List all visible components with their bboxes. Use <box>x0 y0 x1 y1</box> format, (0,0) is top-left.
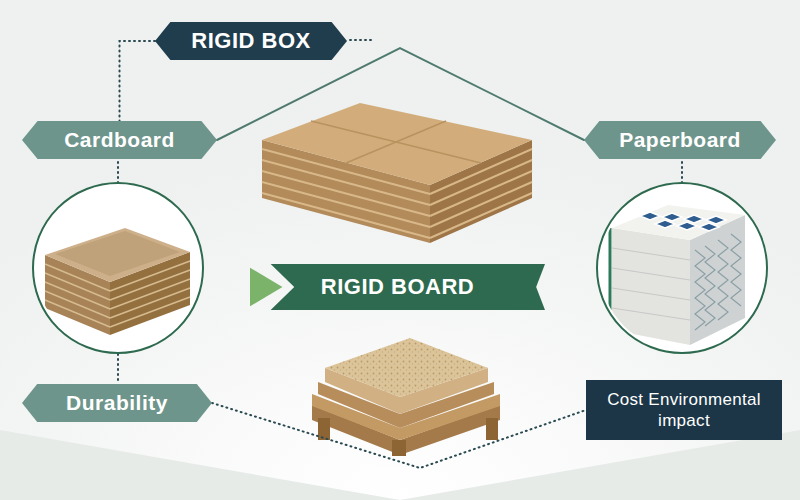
node-outline <box>22 121 217 159</box>
cardboard-stack <box>45 228 190 335</box>
paperboard-block <box>610 205 745 345</box>
node-outline <box>586 380 782 440</box>
category-tag: Cardboard <box>22 121 217 159</box>
board-stack <box>262 103 532 243</box>
connector <box>217 48 584 140</box>
node-outline <box>584 121 776 159</box>
node-label: RIGID BOX <box>191 27 310 55</box>
property-tag: Durability <box>22 384 212 422</box>
text-group: RIGID BOARD <box>321 273 474 301</box>
node-outline <box>271 264 545 310</box>
node-shape <box>586 380 782 440</box>
node-label: Cost Environmental impact <box>596 389 772 432</box>
background-rays <box>0 430 800 500</box>
node-label: RIGID BOARD <box>321 273 474 301</box>
text-group: RIGID BOX <box>191 27 310 55</box>
node-label: Cardboard <box>64 127 175 153</box>
node-label: Paperboard <box>619 127 741 153</box>
center-banner: RIGID BOARD <box>250 264 545 310</box>
leader-lines <box>118 40 682 380</box>
pallet-boards <box>312 338 500 456</box>
connector <box>212 403 586 468</box>
text-group: Durability <box>66 390 168 416</box>
text-group: Cost Environmental impact <box>596 389 772 432</box>
category-tag: Paperboard <box>584 121 776 159</box>
node-label: Durability <box>66 390 168 416</box>
node-outline <box>155 22 347 60</box>
text-group: Cardboard <box>64 127 175 153</box>
property-box: Cost Environmental impact <box>586 380 782 440</box>
paperboard-circle <box>597 183 767 353</box>
connector <box>120 41 156 121</box>
text-group: Paperboard <box>619 127 741 153</box>
node-outline <box>250 268 282 307</box>
title-banner: RIGID BOX <box>155 22 347 60</box>
node-outline <box>22 384 212 422</box>
cardboard-circle <box>33 183 203 353</box>
